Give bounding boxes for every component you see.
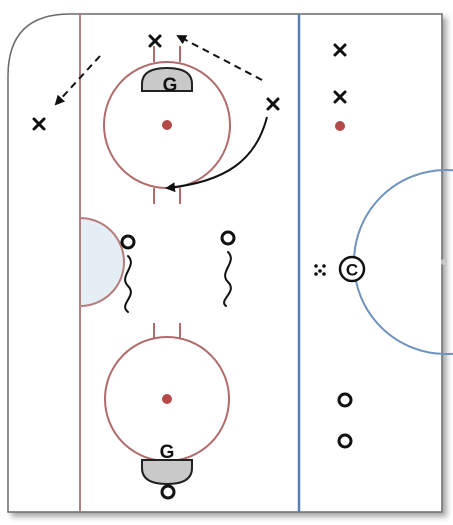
offense-player-x-5 <box>333 90 347 104</box>
referee-crease <box>79 216 125 308</box>
skate-arrow <box>165 116 268 193</box>
skate-trail-1 <box>124 255 132 313</box>
offense-player-x-1 <box>148 34 162 48</box>
defense-player-o-3 <box>337 392 353 408</box>
offense-player-x-4 <box>333 43 347 57</box>
defense-player-o-4 <box>337 433 353 449</box>
pass-arrow-to-corner <box>54 55 101 106</box>
faceoff-dot-bottom <box>162 394 172 404</box>
faceoff-dot-top <box>162 120 172 130</box>
defense-player-o-5 <box>160 484 176 500</box>
goalie-bottom-label: G <box>160 442 175 463</box>
center-dot <box>441 259 447 265</box>
skate-trail-2 <box>223 251 232 307</box>
pass-arrow-to-net <box>176 35 263 81</box>
defense-player-o-1 <box>120 234 136 250</box>
goalie-crease-bottom <box>141 459 193 486</box>
puck-pile <box>314 264 326 276</box>
rink-boards <box>7 13 443 513</box>
goalie-crease-top <box>141 66 193 92</box>
defense-player-o-2 <box>220 230 236 246</box>
coach-label: C <box>346 261 358 280</box>
goalie-top-label: G <box>163 75 178 96</box>
coach-marker <box>338 255 366 283</box>
offense-player-x-2 <box>32 117 46 131</box>
offense-player-x-3 <box>266 97 280 111</box>
neutral-dot <box>335 121 345 131</box>
